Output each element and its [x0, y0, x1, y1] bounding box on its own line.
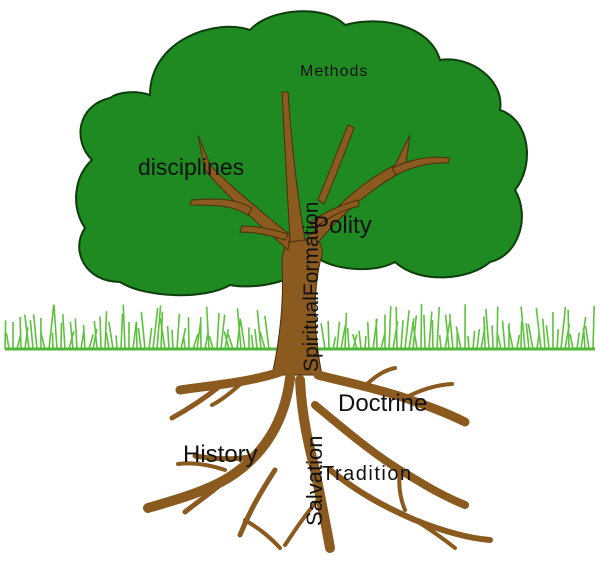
grass-blade — [484, 317, 485, 349]
root-right-upper-twig2 — [365, 368, 395, 386]
label-spiritual-formation: SpiritualFormation — [300, 202, 323, 372]
grass-blade — [52, 333, 53, 349]
grass-blade — [348, 328, 349, 349]
grass-blade — [586, 326, 589, 349]
grass-blade — [396, 307, 397, 349]
root-right-mid — [315, 405, 465, 505]
grass-blade — [486, 309, 489, 349]
grass-blade — [421, 304, 422, 349]
grass-blade — [570, 334, 573, 349]
grass-blade — [255, 329, 257, 349]
grass-blade — [543, 319, 545, 349]
grass-blade — [468, 336, 469, 349]
grass-blade — [94, 321, 97, 349]
grass-blade — [106, 332, 109, 349]
grass-blade — [333, 337, 336, 349]
grass-blade — [345, 313, 346, 349]
label-disciplines: disciplines — [138, 154, 244, 180]
grass-blade — [100, 316, 101, 349]
grass-blade — [123, 305, 125, 349]
root-lower-left — [240, 470, 275, 535]
grass-blade — [54, 305, 57, 349]
grass-blade — [168, 326, 169, 349]
grass-blade — [359, 331, 361, 349]
grass-blade — [177, 314, 179, 349]
grass-blade — [265, 316, 269, 349]
label-doctrine: Doctrine — [338, 390, 427, 417]
grass-blade — [492, 325, 493, 349]
grass-blade — [210, 336, 213, 349]
grass-blade — [6, 333, 9, 349]
grass-blade — [437, 307, 439, 349]
grass-blade — [116, 335, 117, 349]
grass-blade — [105, 311, 107, 349]
grass-blade — [121, 314, 122, 349]
grass-blade — [368, 322, 369, 349]
grass-blade — [424, 315, 425, 349]
label-tradition: Tradition — [322, 463, 413, 485]
grass-blade — [75, 318, 77, 349]
grass-blade — [521, 321, 522, 349]
grass-blade — [473, 331, 475, 349]
grass-blade — [593, 306, 594, 349]
grass-blade — [584, 328, 585, 349]
grass-blade — [207, 307, 209, 349]
grass-blade — [63, 314, 65, 349]
grass-blade — [337, 322, 339, 349]
grass-blade — [172, 330, 173, 349]
grass-blade — [328, 321, 329, 349]
grass-blade — [109, 322, 113, 349]
grass-blade — [252, 335, 253, 349]
grass-blade — [84, 325, 85, 349]
grass-blade — [517, 335, 519, 349]
grass-blade — [440, 335, 441, 349]
label-methods: Methods — [300, 63, 368, 80]
grass-blade — [136, 322, 137, 349]
grass-blade — [546, 325, 549, 349]
grass-blade — [138, 328, 141, 349]
grass-blade — [184, 337, 185, 349]
root-left-upper — [180, 372, 280, 390]
grass-blade — [450, 314, 453, 349]
grass-blade — [20, 317, 21, 349]
grass-blade — [376, 319, 377, 349]
grass-blade — [557, 329, 558, 349]
grass-blade — [61, 323, 62, 349]
grass-blade — [365, 336, 366, 349]
grass-blade — [149, 328, 152, 349]
grass-blade — [561, 307, 565, 349]
grass-blade — [432, 320, 433, 349]
grass-blade — [498, 334, 501, 349]
grass-blade — [217, 313, 219, 349]
grass-blade — [389, 306, 391, 349]
label-history: History — [183, 441, 258, 468]
grass-blade — [477, 329, 479, 349]
grass-blade — [503, 321, 505, 349]
grass-blade — [5, 320, 6, 349]
root-lower-left-twig — [245, 520, 280, 548]
grass-blade — [188, 317, 189, 349]
grass-blade — [577, 332, 579, 349]
grass-blade — [429, 311, 432, 349]
grass-blade — [405, 310, 409, 349]
grass-blade — [497, 307, 498, 349]
grass-blade — [34, 314, 37, 349]
grass-blade — [141, 312, 145, 349]
grass-blade — [568, 310, 569, 349]
grass-blade — [401, 320, 403, 349]
grass-blade — [30, 320, 33, 349]
grass-blade — [257, 310, 261, 349]
